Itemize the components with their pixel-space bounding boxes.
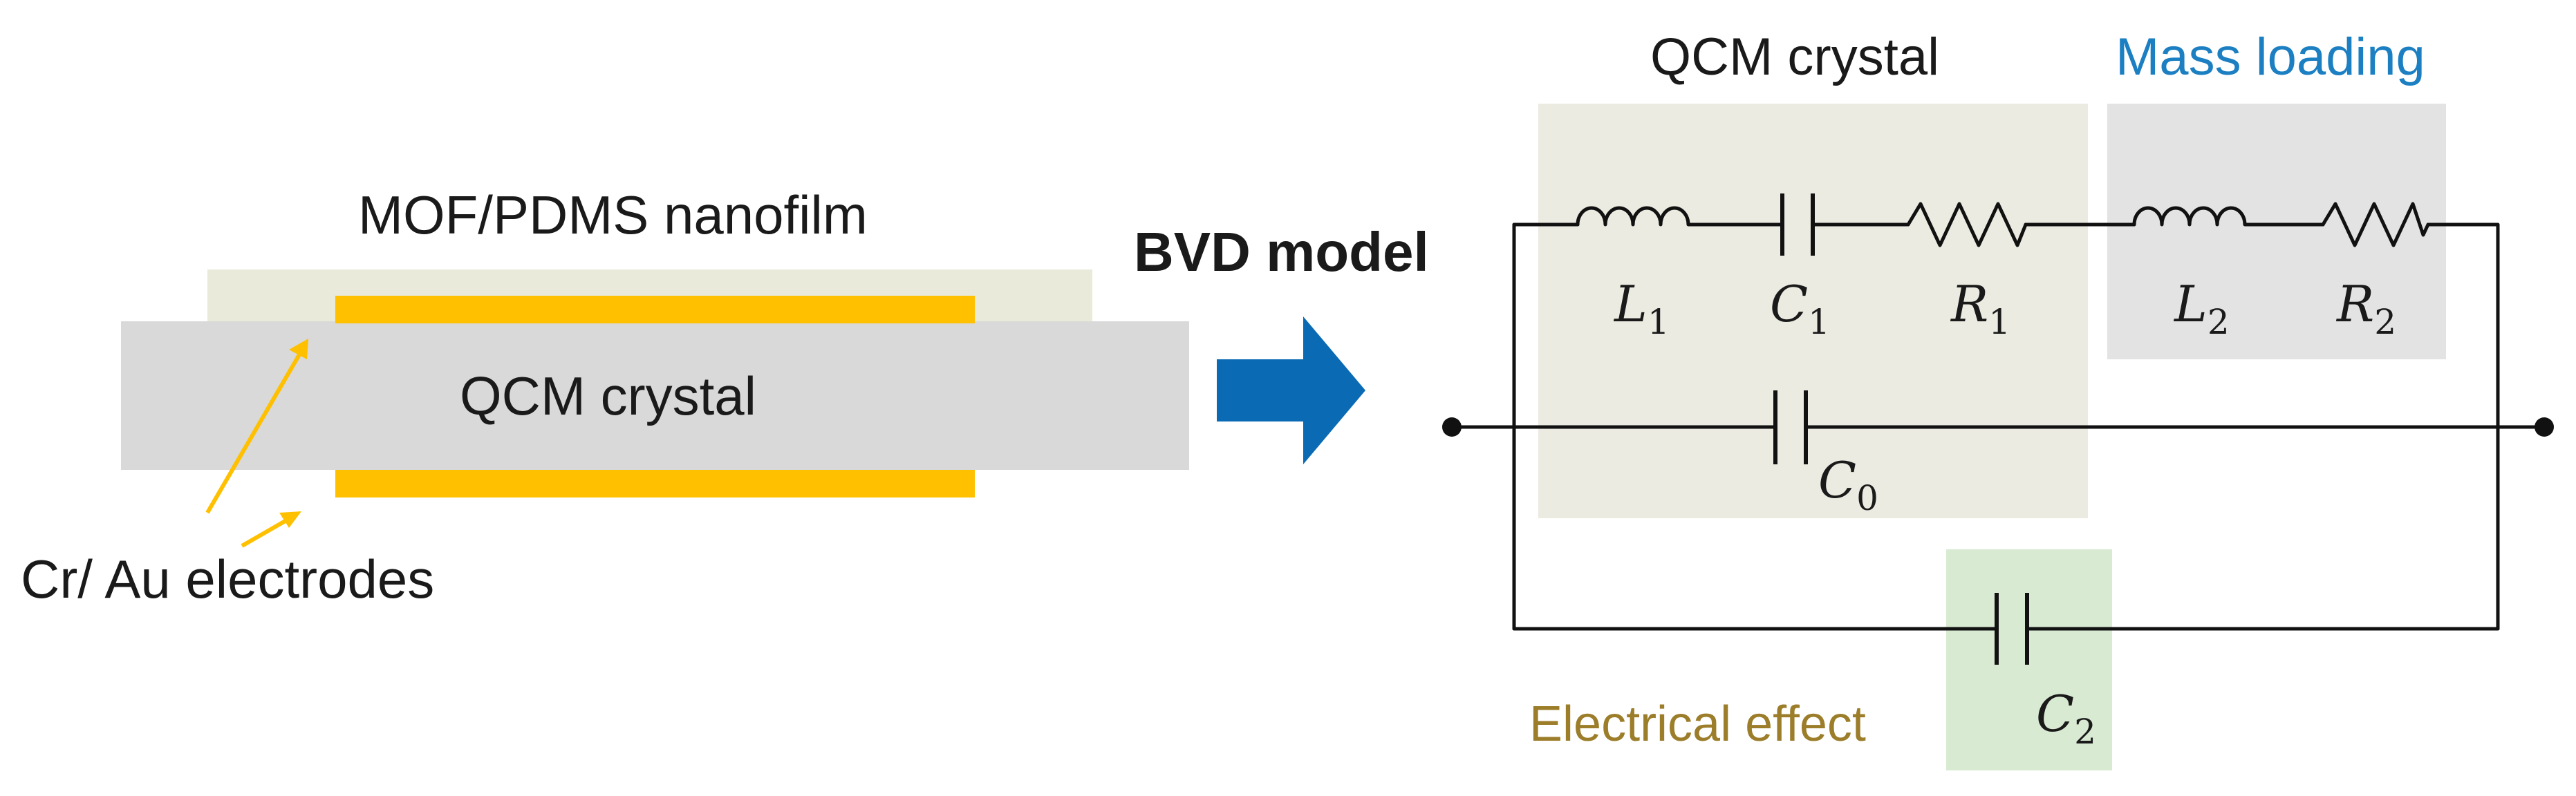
capacitor-c1 — [1780, 193, 1815, 256]
electrode-pointer-arrows — [205, 339, 308, 548]
electrode-label: Cr/ Au electrodes — [21, 549, 434, 609]
capacitor-c0 — [1773, 390, 1808, 464]
crystal-label: QCM crystal — [460, 366, 756, 426]
c1-symbol: C1 — [1770, 275, 1830, 342]
mass-loading-box — [2107, 104, 2446, 359]
r1-symbol: R1 — [1950, 275, 2010, 342]
l2-symbol: L2 — [2173, 275, 2230, 342]
arrow-shaft — [1217, 359, 1303, 421]
arrow-head — [1303, 316, 1365, 464]
r2-symbol: R2 — [2335, 275, 2396, 342]
top-electrode — [335, 296, 975, 323]
inductor-l1 — [1576, 206, 1695, 227]
resistor-r2 — [2321, 202, 2430, 247]
qcm-crystal-box — [1538, 104, 2088, 518]
inductor-l2 — [2132, 206, 2251, 227]
capacitor-c2 — [1995, 593, 2029, 665]
nanofilm-label: MOF/PDMS nanofilm — [358, 184, 868, 245]
bvd-model-label: BVD model — [1134, 221, 1429, 283]
l1-symbol: L1 — [1613, 275, 1670, 342]
bvd-circuit: QCM crystal Mass loading Electrical effe… — [1442, 28, 2554, 770]
c2-symbol: C2 — [2036, 685, 2096, 752]
c0-symbol: C0 — [1818, 451, 1878, 518]
transform-arrow — [1217, 316, 1365, 464]
right-terminal — [2535, 417, 2554, 437]
qcm-crystal-box-label: QCM crystal — [1650, 28, 1939, 86]
circuit-wires — [1450, 222, 2546, 631]
electrical-effect-box-label: Electrical effect — [1529, 696, 1866, 752]
bottom-electrode — [335, 470, 975, 498]
mass-loading-box-label: Mass loading — [2116, 28, 2425, 86]
resistor-r1 — [1906, 202, 2028, 247]
device-cross-section: MOF/PDMS nanofilm QCM crystal Cr/ Au ele… — [21, 184, 1189, 609]
left-terminal — [1442, 417, 1462, 437]
